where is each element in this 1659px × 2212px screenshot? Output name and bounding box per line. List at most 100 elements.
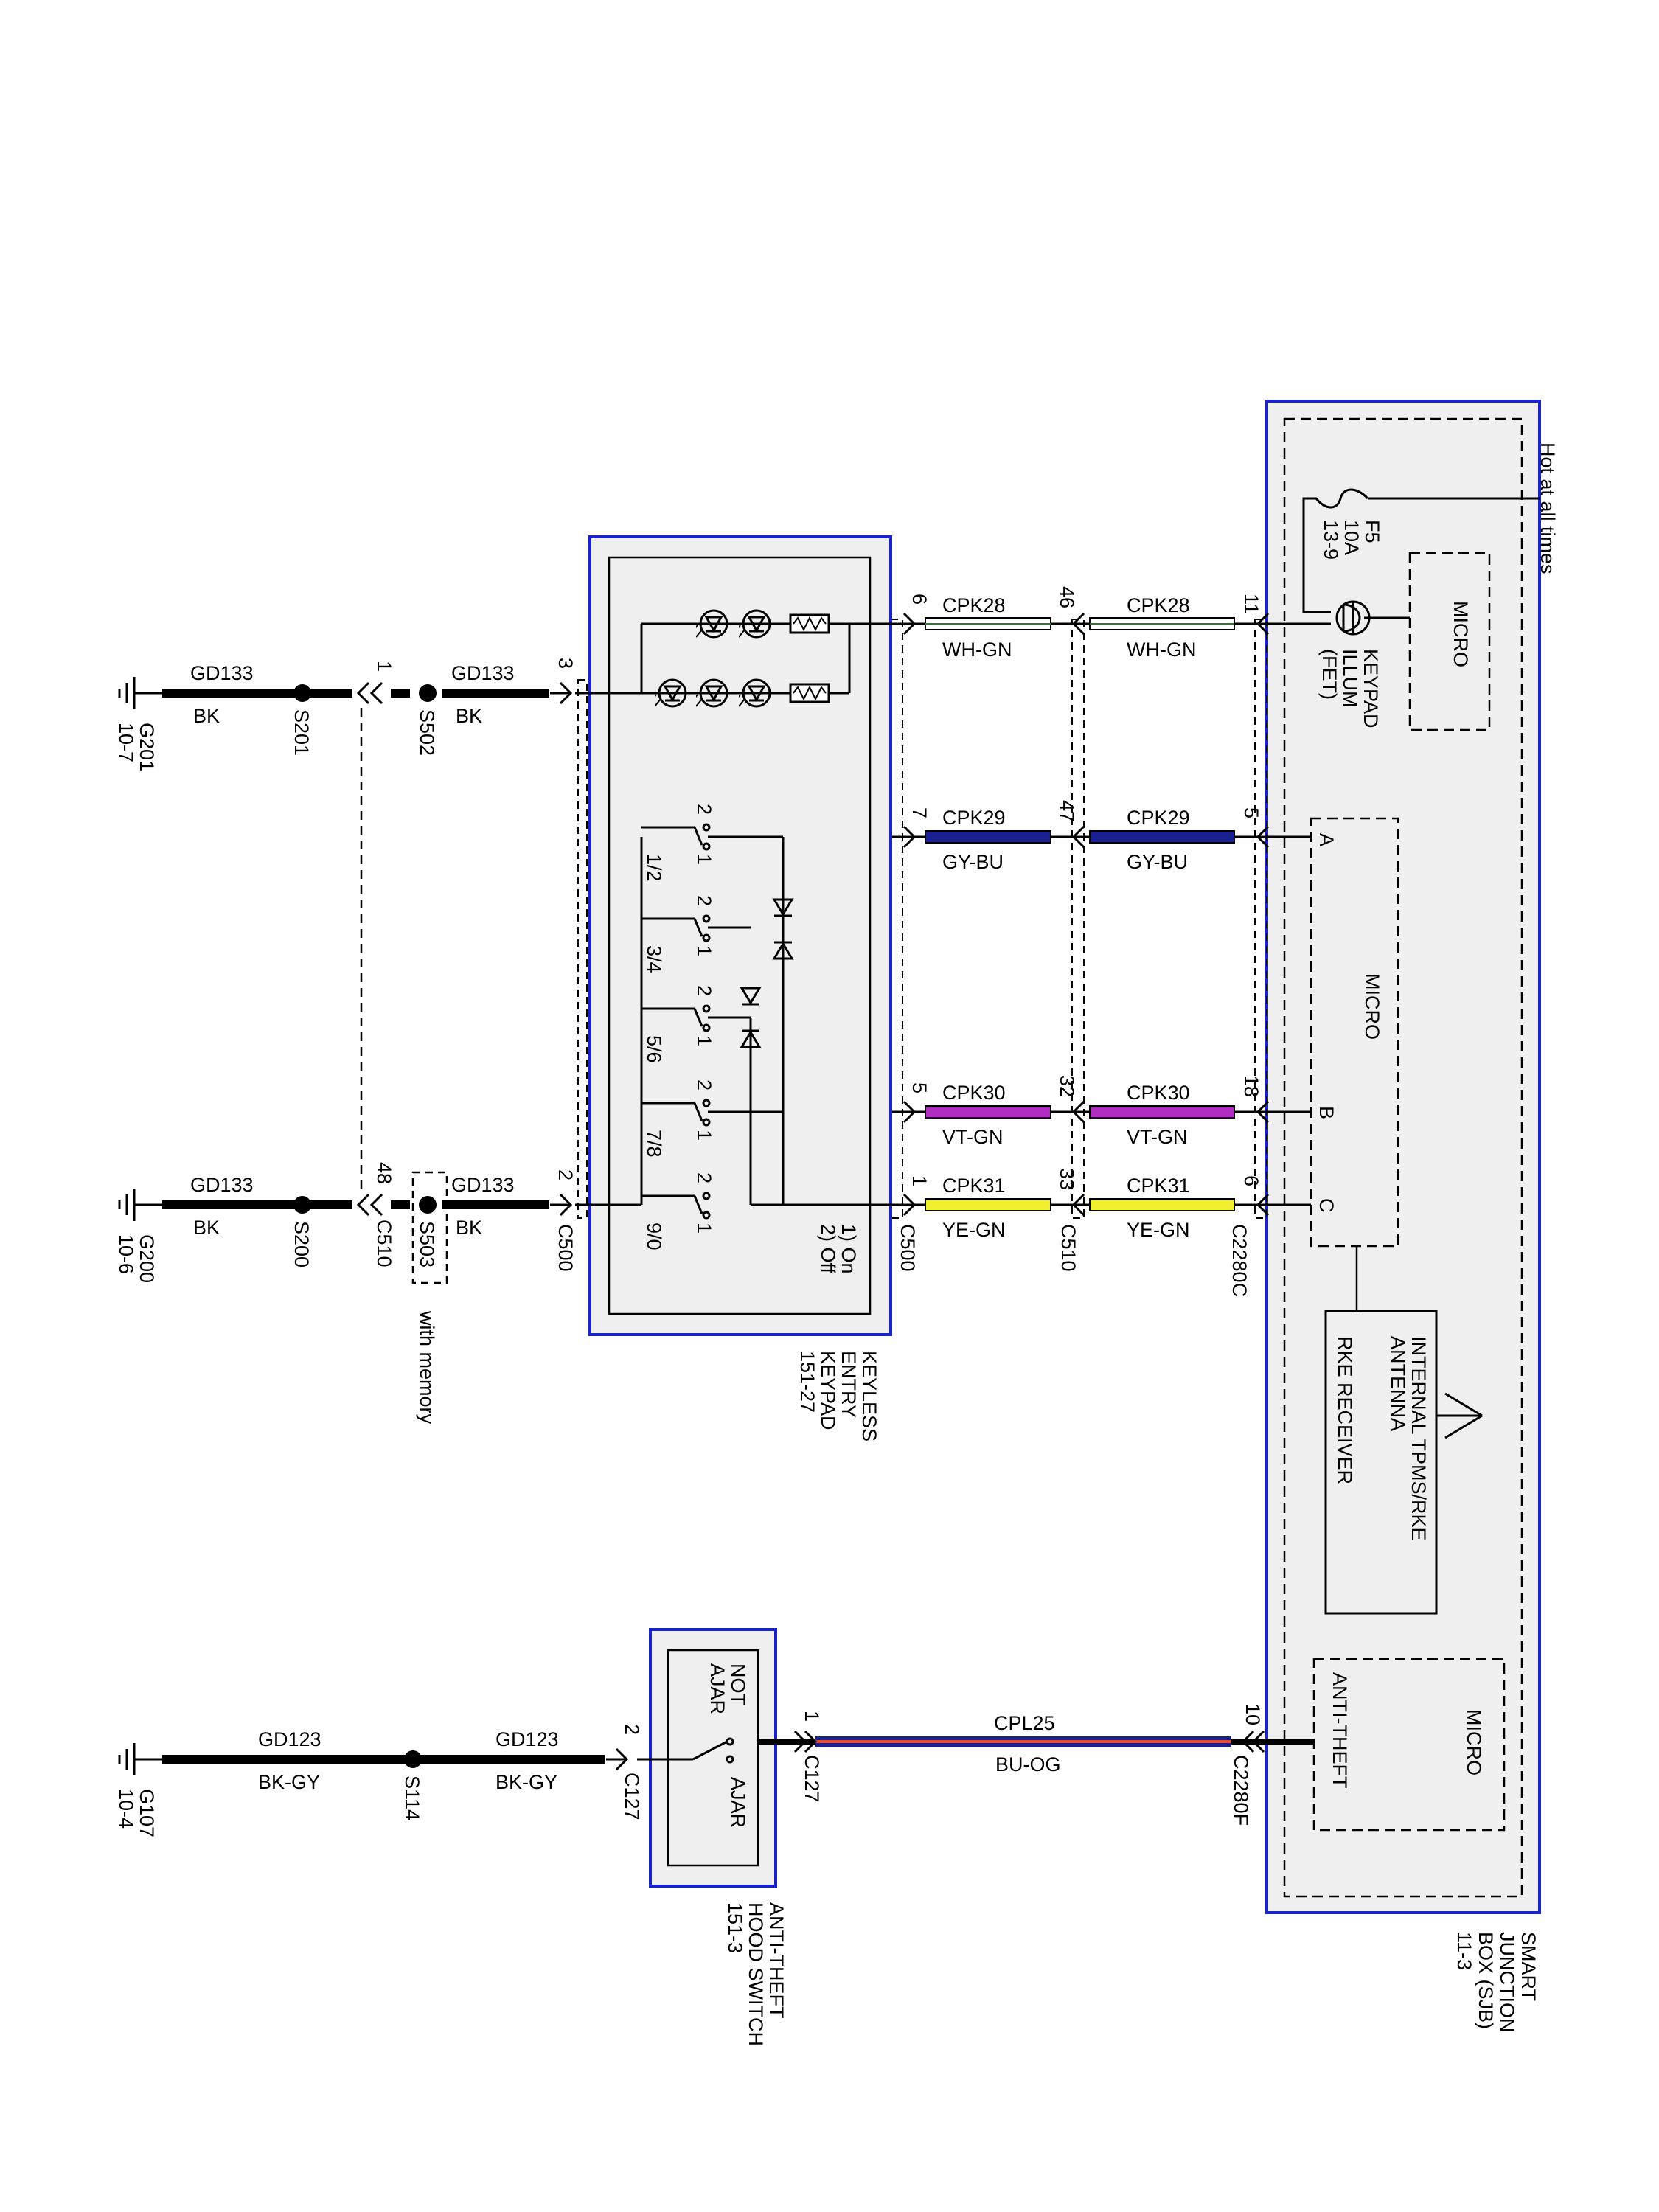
pin-c-label: C [1315,1198,1338,1213]
g201-pin-keypad: 3 [554,658,577,669]
g201-color-inner: BK [456,705,482,727]
fuse-label-3: 13-9 [1320,520,1342,560]
sjb-name-line1: SMART [1517,1932,1540,2001]
wire-cpk28-left-circuit: CPK28 [942,594,1006,616]
connector-arrows [902,612,1270,1217]
g107-pin: 2 [621,1724,643,1735]
ground-run-g200 [118,1189,573,1221]
connector-c500-left: C500 [554,1224,577,1272]
keypad-legend-2: 2) Off [817,1224,839,1274]
switch-pin-1: 1 [693,854,715,865]
antenna-icon [1436,1392,1483,1439]
diode-icon [740,898,794,1048]
fuse-f5-icon [1302,488,1369,613]
wire-cpl25-color: BU-OG [995,1753,1061,1775]
connector-c2280f: C2280F [1230,1755,1252,1826]
switch-pin-2: 2 [693,895,715,906]
pin-cpk29-c510: 47 [1056,800,1078,822]
wire-cpk30-right-circuit: CPK30 [1127,1082,1190,1104]
sjb-name-line3: BOX (SJB) [1475,1932,1497,2029]
wire-cpk30-left-circuit: CPK30 [942,1082,1006,1104]
resistor-icon [789,683,830,703]
c2280c-outline [1254,619,1267,1219]
sjb-name-line4: 11-3 [1453,1932,1475,1970]
wire-cpk29-right-circuit: CPK29 [1127,807,1190,829]
wire-cpk31-left-circuit: CPK31 [942,1175,1006,1197]
switch-label-1-2: 1/2 [643,854,665,882]
wire-cpk29-left-circuit: CPK29 [942,807,1006,829]
hood-switch-inner-box [667,1649,759,1867]
sjb-micro-top [1408,552,1491,731]
connector-c500-bottom: C500 [897,1224,919,1272]
wire-row-cpl25 [759,1730,1314,1753]
keypad-inner-box [608,556,872,1315]
antenna-label-1: INTERNAL TPMS/RKE [1408,1336,1430,1541]
connector-c510-left: C510 [373,1220,395,1267]
g201-name: G201 [136,723,158,771]
g200-splice-inner: S503 [416,1221,438,1267]
keypad-name-line3: KEYPAD [817,1351,839,1430]
g200-pin-keypad: 2 [554,1169,577,1180]
switch-label-9-0: 9/0 [643,1222,665,1251]
anti-theft-label: ANTI-THEFT [1329,1672,1351,1788]
rke-receiver-box [1324,1310,1438,1615]
g201-color-outer: BK [193,705,220,727]
fuse-label-1: F5 [1361,520,1383,543]
g201-splice-outer: S201 [291,709,313,756]
sjb-micro-mid-label: MICRO [1361,973,1383,1040]
hood-ajar: AJAR [727,1777,749,1828]
g107-circuit-inner: GD123 [495,1728,559,1750]
fuse-label-2: 10A [1340,520,1363,555]
pin-cpk30-c2280c: 18 [1240,1075,1262,1097]
g107-splice: S114 [401,1775,423,1820]
wire-cpk29-right-color: GY-BU [1127,851,1188,873]
wire-row-cpk28 [892,617,1331,630]
g201-splice-inner: S502 [416,709,438,756]
g200-pin-mid: 48 [373,1162,395,1184]
keypad-illum-line3: (FET) [1318,649,1340,700]
connector-c510-bottom: C510 [1057,1224,1079,1272]
g200-circuit-inner: GD133 [451,1174,515,1196]
c510-outline [1071,619,1085,1219]
keypad-name-line1: KEYLESS [858,1351,880,1441]
wire-row-cpk31 [708,1198,1311,1211]
g201-circuit-outer: GD133 [190,662,254,684]
pin-cpk31-c510: 33 [1056,1168,1078,1190]
g201-pin-mid: 1 [373,661,395,672]
switch-label-5-6: 5/6 [643,1035,665,1063]
pin-cpk31-c2280c: 6 [1240,1175,1262,1186]
switch-pin-2: 2 [693,1079,715,1091]
g107-name: G107 [136,1789,158,1837]
pin-a-label: A [1315,833,1338,846]
resistor-icon [789,613,830,634]
keypad-switch-network [575,835,904,1206]
sjb-micro-mid [1310,817,1399,1248]
hood-not-ajar-2: AJAR [706,1663,728,1714]
hood-name-line2: HOOD SWITCH [745,1902,767,2046]
g107-circuit-outer: GD123 [258,1728,321,1750]
wire-cpk29-left-color: GY-BU [942,851,1004,873]
switch-pin-2: 2 [693,985,715,996]
c500-left-outline [577,679,588,1219]
switch-pin-2: 2 [693,804,715,815]
g200-name: G200 [136,1234,158,1283]
pin-b-label: B [1315,1106,1338,1119]
pin-cpk28-c2280c: 11 [1240,594,1262,614]
pin-cpk28-c510: 46 [1056,586,1078,608]
wire-cpk30-right-color: VT-GN [1127,1126,1188,1148]
hood-switch-icon [637,1737,734,1764]
g107-color-inner: BK-GY [495,1771,557,1793]
hood-name-line1: ANTI-THEFT [765,1902,787,2018]
wire-cpk31-right-circuit: CPK31 [1127,1175,1190,1197]
wire-cpk30-left-color: VT-GN [942,1126,1004,1148]
pin-cpl25-c127: 1 [801,1711,823,1722]
connector-c127-right: C127 [801,1755,823,1803]
keypad-name-line2: ENTRY [838,1351,860,1418]
switch-pin-1: 1 [693,945,715,956]
switch-icon [641,823,711,1220]
hood-name-line3: 151-3 [724,1902,746,1953]
g107-color-outer: BK-GY [258,1771,320,1793]
pin-cpk30-c500: 5 [908,1082,931,1093]
switch-pin-1: 1 [693,1035,715,1046]
fet-icon [1335,600,1371,636]
